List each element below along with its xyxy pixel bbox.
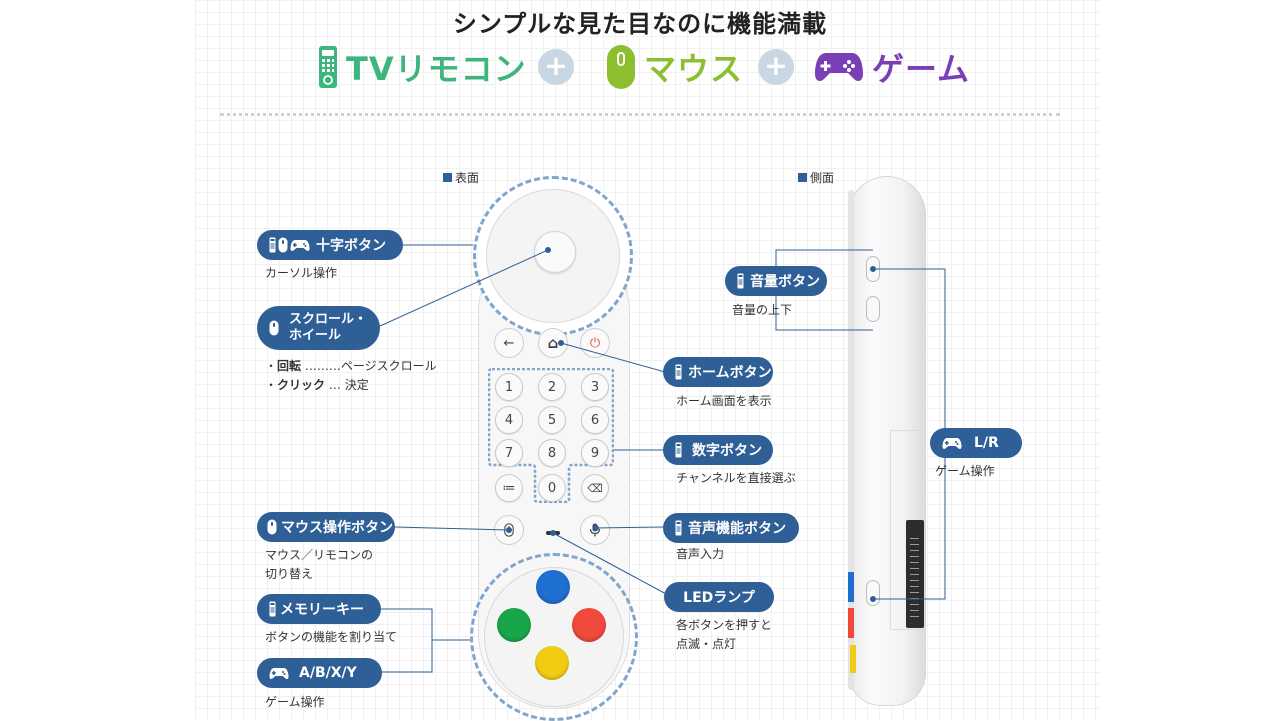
remote-side-edge <box>848 190 854 690</box>
mouse-icon <box>607 45 635 89</box>
number-buttons-desc: チャンネルを直接選ぶ <box>676 471 796 485</box>
memory-key-callout: メモリーキー <box>257 594 381 624</box>
mouse-icon <box>269 320 279 336</box>
callout-label: L/R <box>974 435 999 451</box>
number-key-4[interactable]: 4 <box>495 406 523 434</box>
side-blue-edge <box>848 572 854 602</box>
callout-label: ホームボタン <box>688 365 772 381</box>
page-title: シンプルな見た目なのに機能満載 <box>452 10 828 38</box>
gamepad-icon <box>942 437 962 449</box>
gamepad-icon <box>269 667 289 679</box>
tv-remote-icon <box>675 364 682 380</box>
gamepad-icon <box>815 53 863 82</box>
plus-sign: + <box>538 49 574 85</box>
cross-button-callout: 十字ボタン <box>257 230 403 260</box>
callout-label-line2: ホイール <box>289 328 342 343</box>
home-button-desc: ホーム画面を表示 <box>676 394 772 408</box>
scroll-wheel-desc: ・回転 ………ページスクロール ・クリック … 決定 <box>265 357 437 395</box>
home-button-callout: ホームボタン <box>663 357 773 387</box>
voice-button-desc: 音声入力 <box>676 547 725 561</box>
number-key-7[interactable]: 7 <box>495 439 523 467</box>
tv-remote-icon <box>675 520 682 536</box>
red-game-button[interactable] <box>572 608 606 642</box>
number-key-2[interactable]: 2 <box>538 373 566 401</box>
feature-label: ゲーム <box>872 50 971 88</box>
led-lamp-callout: LEDランプ <box>664 582 774 612</box>
lr-button-callout: L/R <box>930 428 1022 458</box>
number-buttons-callout: 数字ボタン <box>663 435 773 465</box>
abxy-desc: ゲーム操作 <box>265 695 325 709</box>
tv-remote-icon <box>737 273 744 289</box>
power-icon: ⏻ <box>589 335 601 351</box>
back-button[interactable]: ← <box>494 328 524 358</box>
scroll-wheel-callout: スクロール・ ホイール <box>257 306 380 350</box>
gamepad-icon <box>290 239 310 251</box>
callout-label: 音声機能ボタン <box>688 521 786 537</box>
number-key-9[interactable]: 9 <box>581 439 609 467</box>
scroll-wheel-center[interactable] <box>534 231 576 273</box>
mouse-icon <box>267 519 277 535</box>
section-side-label: 側面 <box>798 169 834 186</box>
side-red-edge <box>848 608 854 638</box>
numpad-highlight <box>488 368 614 503</box>
mouse-icon <box>278 237 288 253</box>
blue-game-button[interactable] <box>536 570 570 604</box>
power-button[interactable]: ⏻ <box>580 328 610 358</box>
list-button[interactable]: ≔ <box>495 474 523 502</box>
side-spec-label <box>906 520 924 628</box>
lr-button-desc: ゲーム操作 <box>935 464 995 478</box>
tv-remote-icon <box>269 237 276 253</box>
tv-remote-icon <box>675 442 682 458</box>
callout-label: マウス操作ボタン <box>281 520 393 536</box>
callout-label: 十字ボタン <box>316 238 386 254</box>
number-key-8[interactable]: 8 <box>538 439 566 467</box>
back-icon: ← <box>503 335 515 351</box>
side-battery-panel <box>890 430 922 630</box>
callout-label: メモリーキー <box>280 602 364 618</box>
volume-button-desc: 音量の上下 <box>732 303 793 317</box>
mouse-mode-callout: マウス操作ボタン <box>257 512 395 542</box>
led-lamp-desc: 各ボタンを押すと 点滅・点灯 <box>676 618 773 651</box>
feature-tv-remote: TVリモコン <box>318 42 527 92</box>
tv-remote-icon <box>319 46 337 88</box>
volume-button-callout: 音量ボタン <box>725 266 827 296</box>
volume-down-key[interactable] <box>866 296 880 322</box>
side-yellow-edge <box>850 645 856 673</box>
delete-icon: ⌫ <box>587 481 603 495</box>
list-icon: ≔ <box>502 480 516 496</box>
section-front-label: 表面 <box>443 169 479 186</box>
callout-label: LEDランプ <box>683 590 755 606</box>
tv-remote-icon <box>269 601 276 617</box>
mouse-mode-desc: マウス／リモコンの 切り替え <box>265 548 374 581</box>
feature-game: ゲーム <box>814 42 970 92</box>
voice-button-callout: 音声機能ボタン <box>663 513 799 543</box>
callout-label: 数字ボタン <box>692 443 762 459</box>
abxy-callout: A/B/X/Y <box>257 658 382 688</box>
voice-button[interactable] <box>580 515 610 545</box>
separator <box>220 113 1060 116</box>
number-key-0[interactable]: 0 <box>538 474 566 502</box>
callout-label: A/B/X/Y <box>299 665 357 681</box>
feature-row: TVリモコン + マウス + ゲーム <box>318 42 978 92</box>
feature-mouse: マウス <box>606 42 743 92</box>
number-key-6[interactable]: 6 <box>581 406 609 434</box>
plus-sign: + <box>758 49 794 85</box>
feature-label: TVリモコン <box>346 50 527 88</box>
memory-key-desc: ボタンの機能を割り当て <box>265 630 398 644</box>
green-game-button[interactable] <box>497 608 531 642</box>
number-key-3[interactable]: 3 <box>581 373 609 401</box>
yellow-game-button[interactable] <box>535 646 569 680</box>
number-key-5[interactable]: 5 <box>538 406 566 434</box>
callout-label-line1: スクロール・ <box>289 312 368 327</box>
number-key-1[interactable]: 1 <box>495 373 523 401</box>
cross-button-desc: カーソル操作 <box>265 266 338 280</box>
feature-label: マウス <box>644 50 744 88</box>
callout-label: 音量ボタン <box>750 274 820 290</box>
desc-item-click: ・クリック … 決定 <box>265 378 369 392</box>
home-icon: ⌂ <box>547 334 559 352</box>
desc-item-rotate: ・回転 ………ページスクロール <box>265 359 437 373</box>
delete-button[interactable]: ⌫ <box>581 474 609 502</box>
